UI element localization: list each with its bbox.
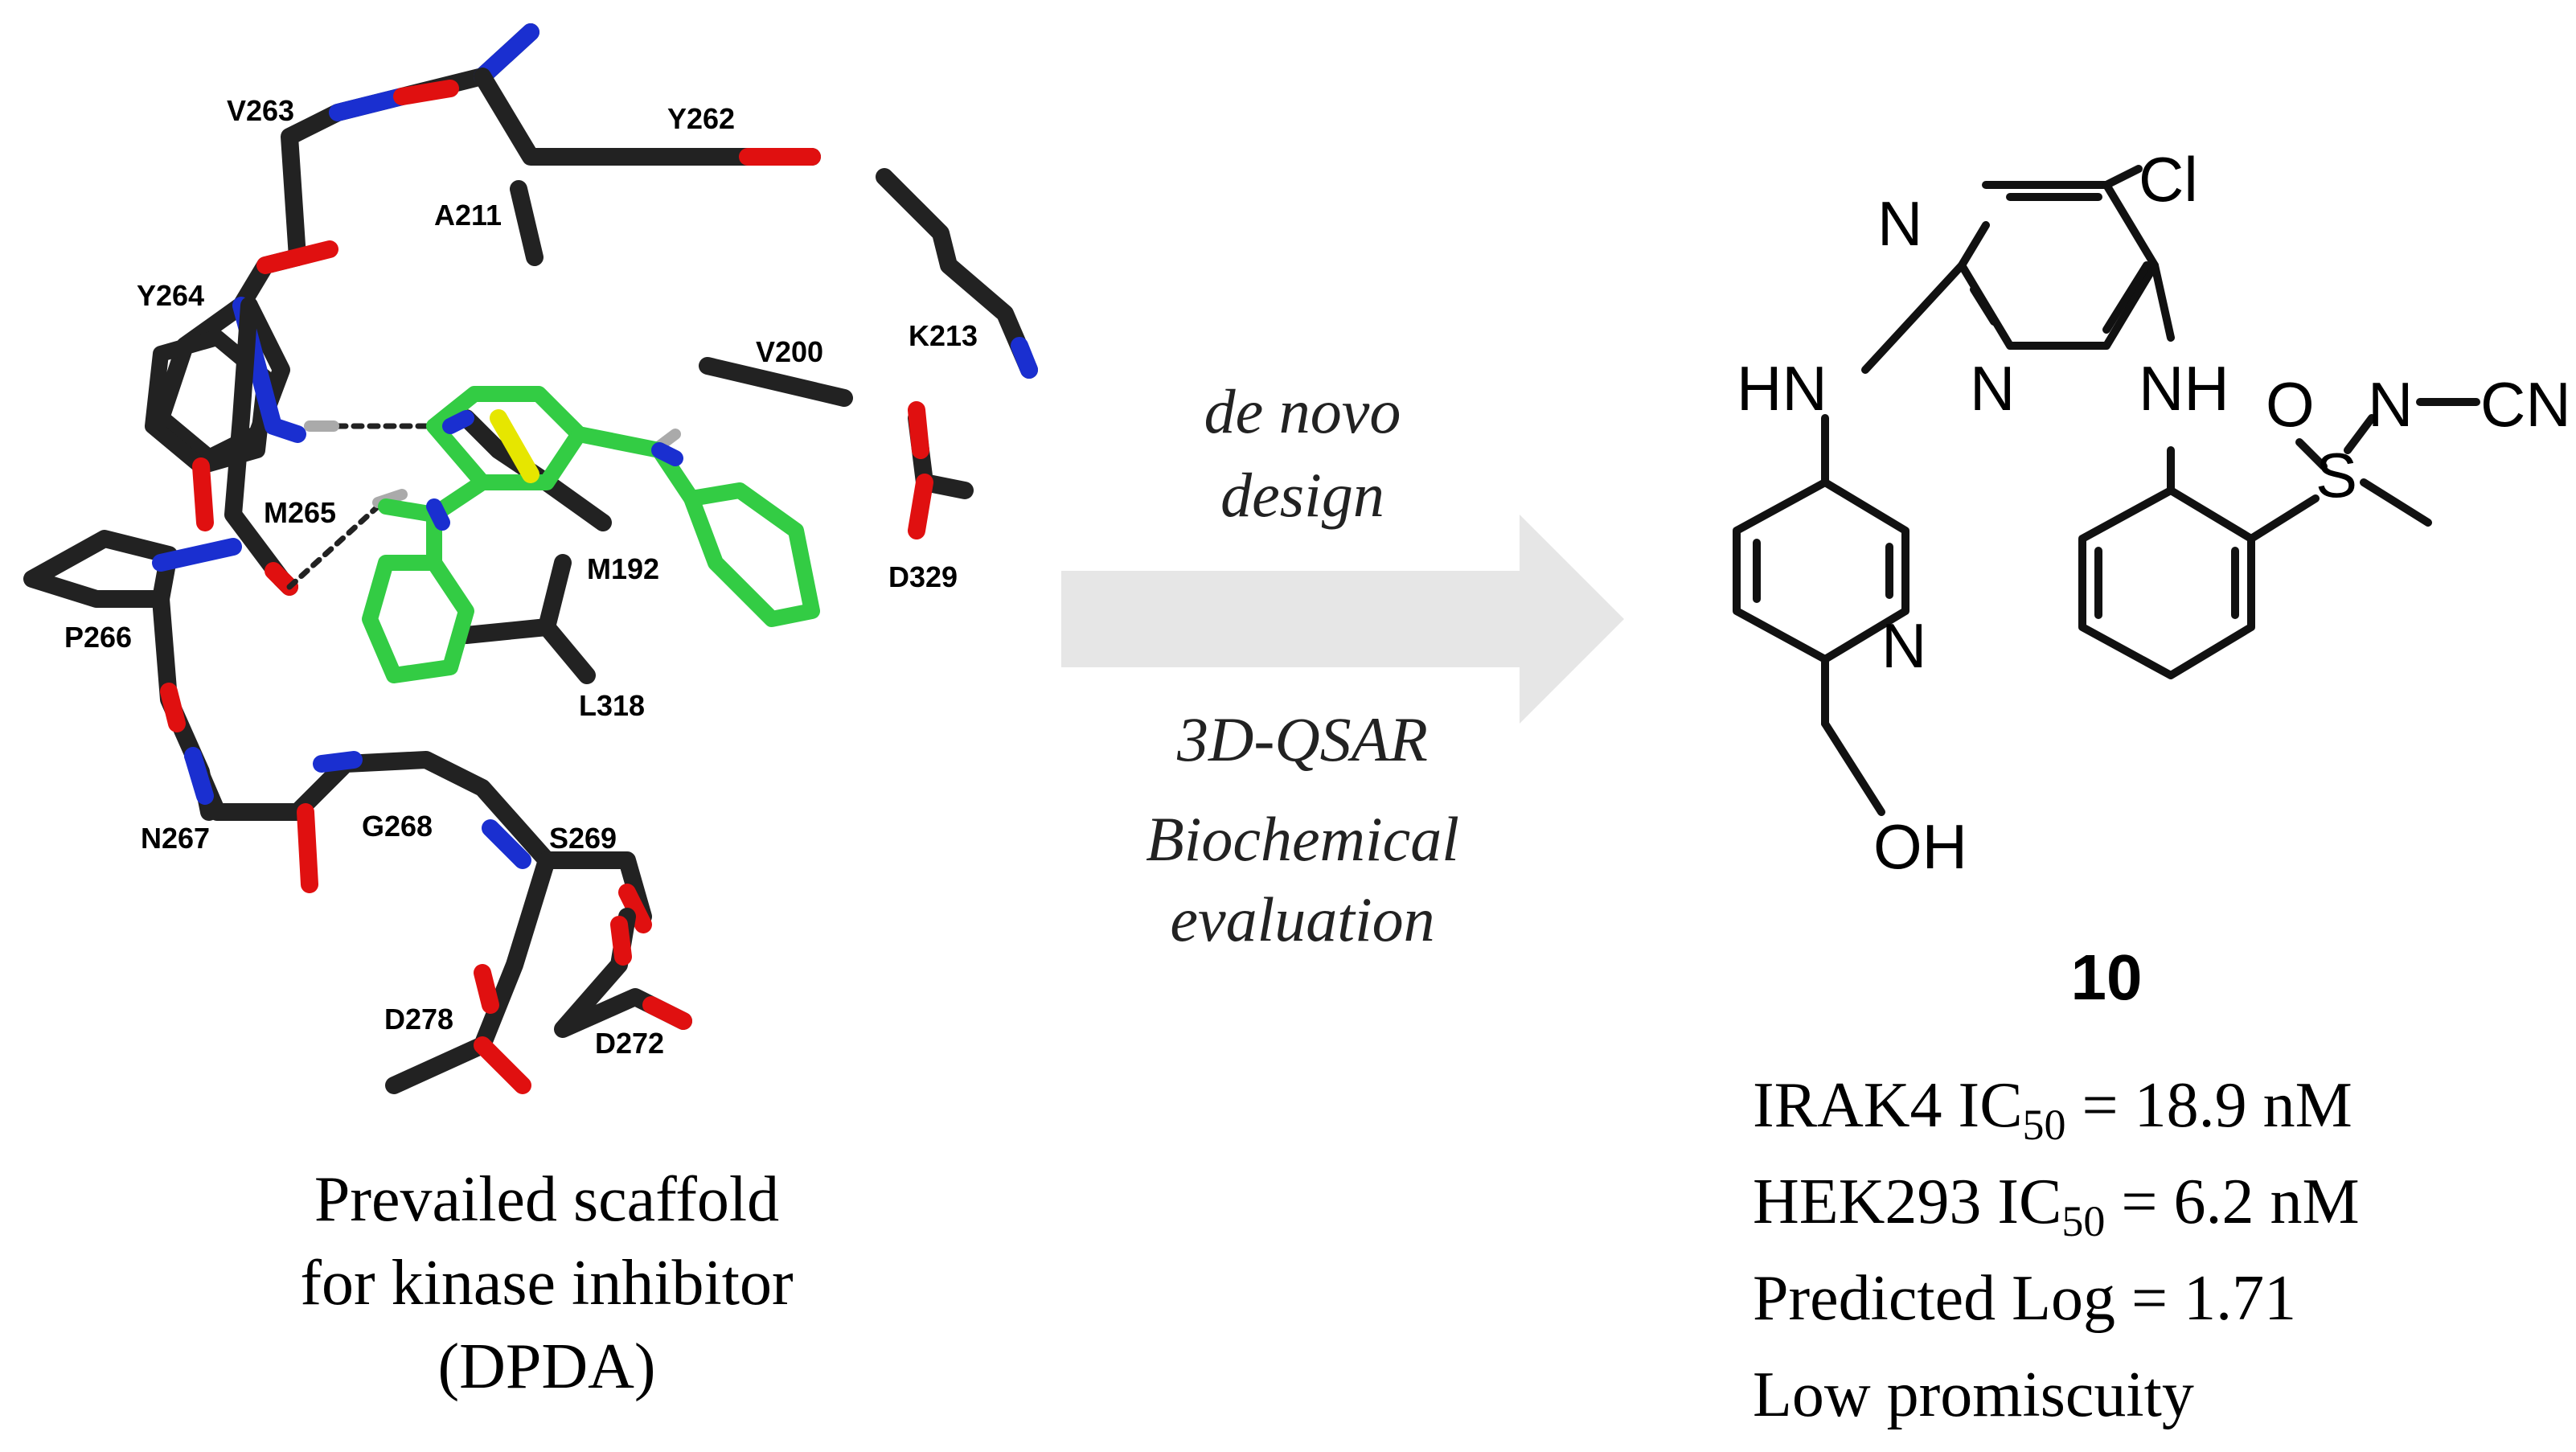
property-promiscuity: Low promiscuity: [1753, 1359, 2194, 1432]
atom-n: N: [2368, 369, 2413, 440]
arrow-label-line: Biochemical: [1146, 804, 1459, 874]
caption-line: Prevailed scaffold: [314, 1164, 780, 1235]
residue-label: A211: [434, 199, 502, 232]
sidechain-a211: [510, 180, 544, 266]
residue-label: K213: [909, 319, 978, 352]
property-label: Predicted Log = 1.71: [1753, 1263, 2297, 1334]
property-hek293: HEK293 IC50 = 6.2 nM: [1753, 1166, 2360, 1246]
arrow-label-line: design: [1220, 460, 1384, 530]
residue-label: N267: [141, 822, 210, 855]
atom-n: N: [1970, 353, 2015, 424]
arrow-label-top: de novo design: [1077, 370, 1528, 537]
property-label: HEK293 IC: [1753, 1167, 2062, 1237]
atom-n: N: [1877, 188, 1922, 259]
caption-line: for kinase inhibitor: [300, 1248, 794, 1319]
residue-label: S269: [549, 822, 617, 855]
sidechain-v200: [699, 357, 853, 407]
ligand-phenyl-ring-left: [362, 555, 474, 683]
atom-o: O: [2266, 369, 2315, 440]
residue-label: M192: [587, 552, 659, 585]
property-irak4: IRAK4 IC50 = 18.9 nM: [1753, 1069, 2352, 1150]
sidechain-y262: [474, 68, 821, 166]
atom-n: N: [1881, 610, 1926, 681]
ring-y264: [145, 330, 273, 474]
compound-atom-labels: Cl N HN N NH O S N CN N OH: [1737, 144, 2571, 882]
compound-number: 10: [2070, 941, 2143, 1013]
ligand-phenyl-ring-right: [683, 482, 820, 627]
process-arrow: [1061, 515, 1624, 724]
atom-s: S: [2316, 440, 2357, 511]
ring-p266: [23, 530, 178, 608]
property-label: Low promiscuity: [1753, 1360, 2194, 1430]
arrow-label-bottom: 3D-QSAR Biochemical evaluation: [1077, 699, 1528, 960]
residue-label: M265: [264, 496, 336, 529]
ligand-dpda: [362, 386, 820, 683]
protein-pocket: [23, 23, 1038, 1094]
residue-label: G268: [362, 810, 433, 843]
arrow-label-line: de novo: [1204, 376, 1401, 446]
scaffold-caption: Prevailed scaffold for kinase inhibitor …: [241, 1158, 852, 1409]
residue-label: D329: [888, 560, 958, 593]
property-value: = 6.2 nM: [2105, 1167, 2360, 1237]
backbone-n267: [184, 747, 556, 869]
property-subscript: 50: [2061, 1197, 2106, 1245]
arrow-label-line: evaluation: [1170, 884, 1435, 954]
arrow-label-line: 3D-QSAR: [1177, 704, 1428, 774]
sidechain-l318: [457, 554, 596, 684]
residue-label: L318: [579, 689, 645, 722]
atom-oh: OH: [1873, 811, 1967, 882]
residue-label: V263: [227, 94, 294, 127]
property-label: IRAK4 IC: [1753, 1070, 2023, 1141]
compound-10-structure: [1733, 165, 2480, 816]
residue-label: D272: [595, 1027, 664, 1060]
property-subscript: 50: [2022, 1101, 2066, 1149]
property-logp: Predicted Log = 1.71: [1753, 1262, 2296, 1335]
atom-cl: Cl: [2139, 144, 2198, 215]
residue-label: D278: [384, 1003, 453, 1036]
sidechain-k213: [876, 168, 1038, 379]
hbond-2: [286, 503, 381, 590]
residue-label: Y264: [137, 279, 204, 312]
residue-label: V200: [756, 335, 823, 368]
caption-line: (DPDA): [437, 1331, 656, 1402]
atom-nh: NH: [2139, 353, 2229, 424]
atom-hn: HN: [1737, 353, 1827, 424]
residue-label: P266: [64, 621, 132, 654]
property-value: = 18.9 nM: [2065, 1070, 2352, 1141]
sidechain-d278: [385, 851, 556, 1094]
atom-cn: CN: [2480, 369, 2571, 440]
residue-labels: V263 Y262 A211 Y264 K213 V200 M265 M192 …: [64, 94, 978, 1060]
residue-label: Y262: [667, 102, 735, 135]
